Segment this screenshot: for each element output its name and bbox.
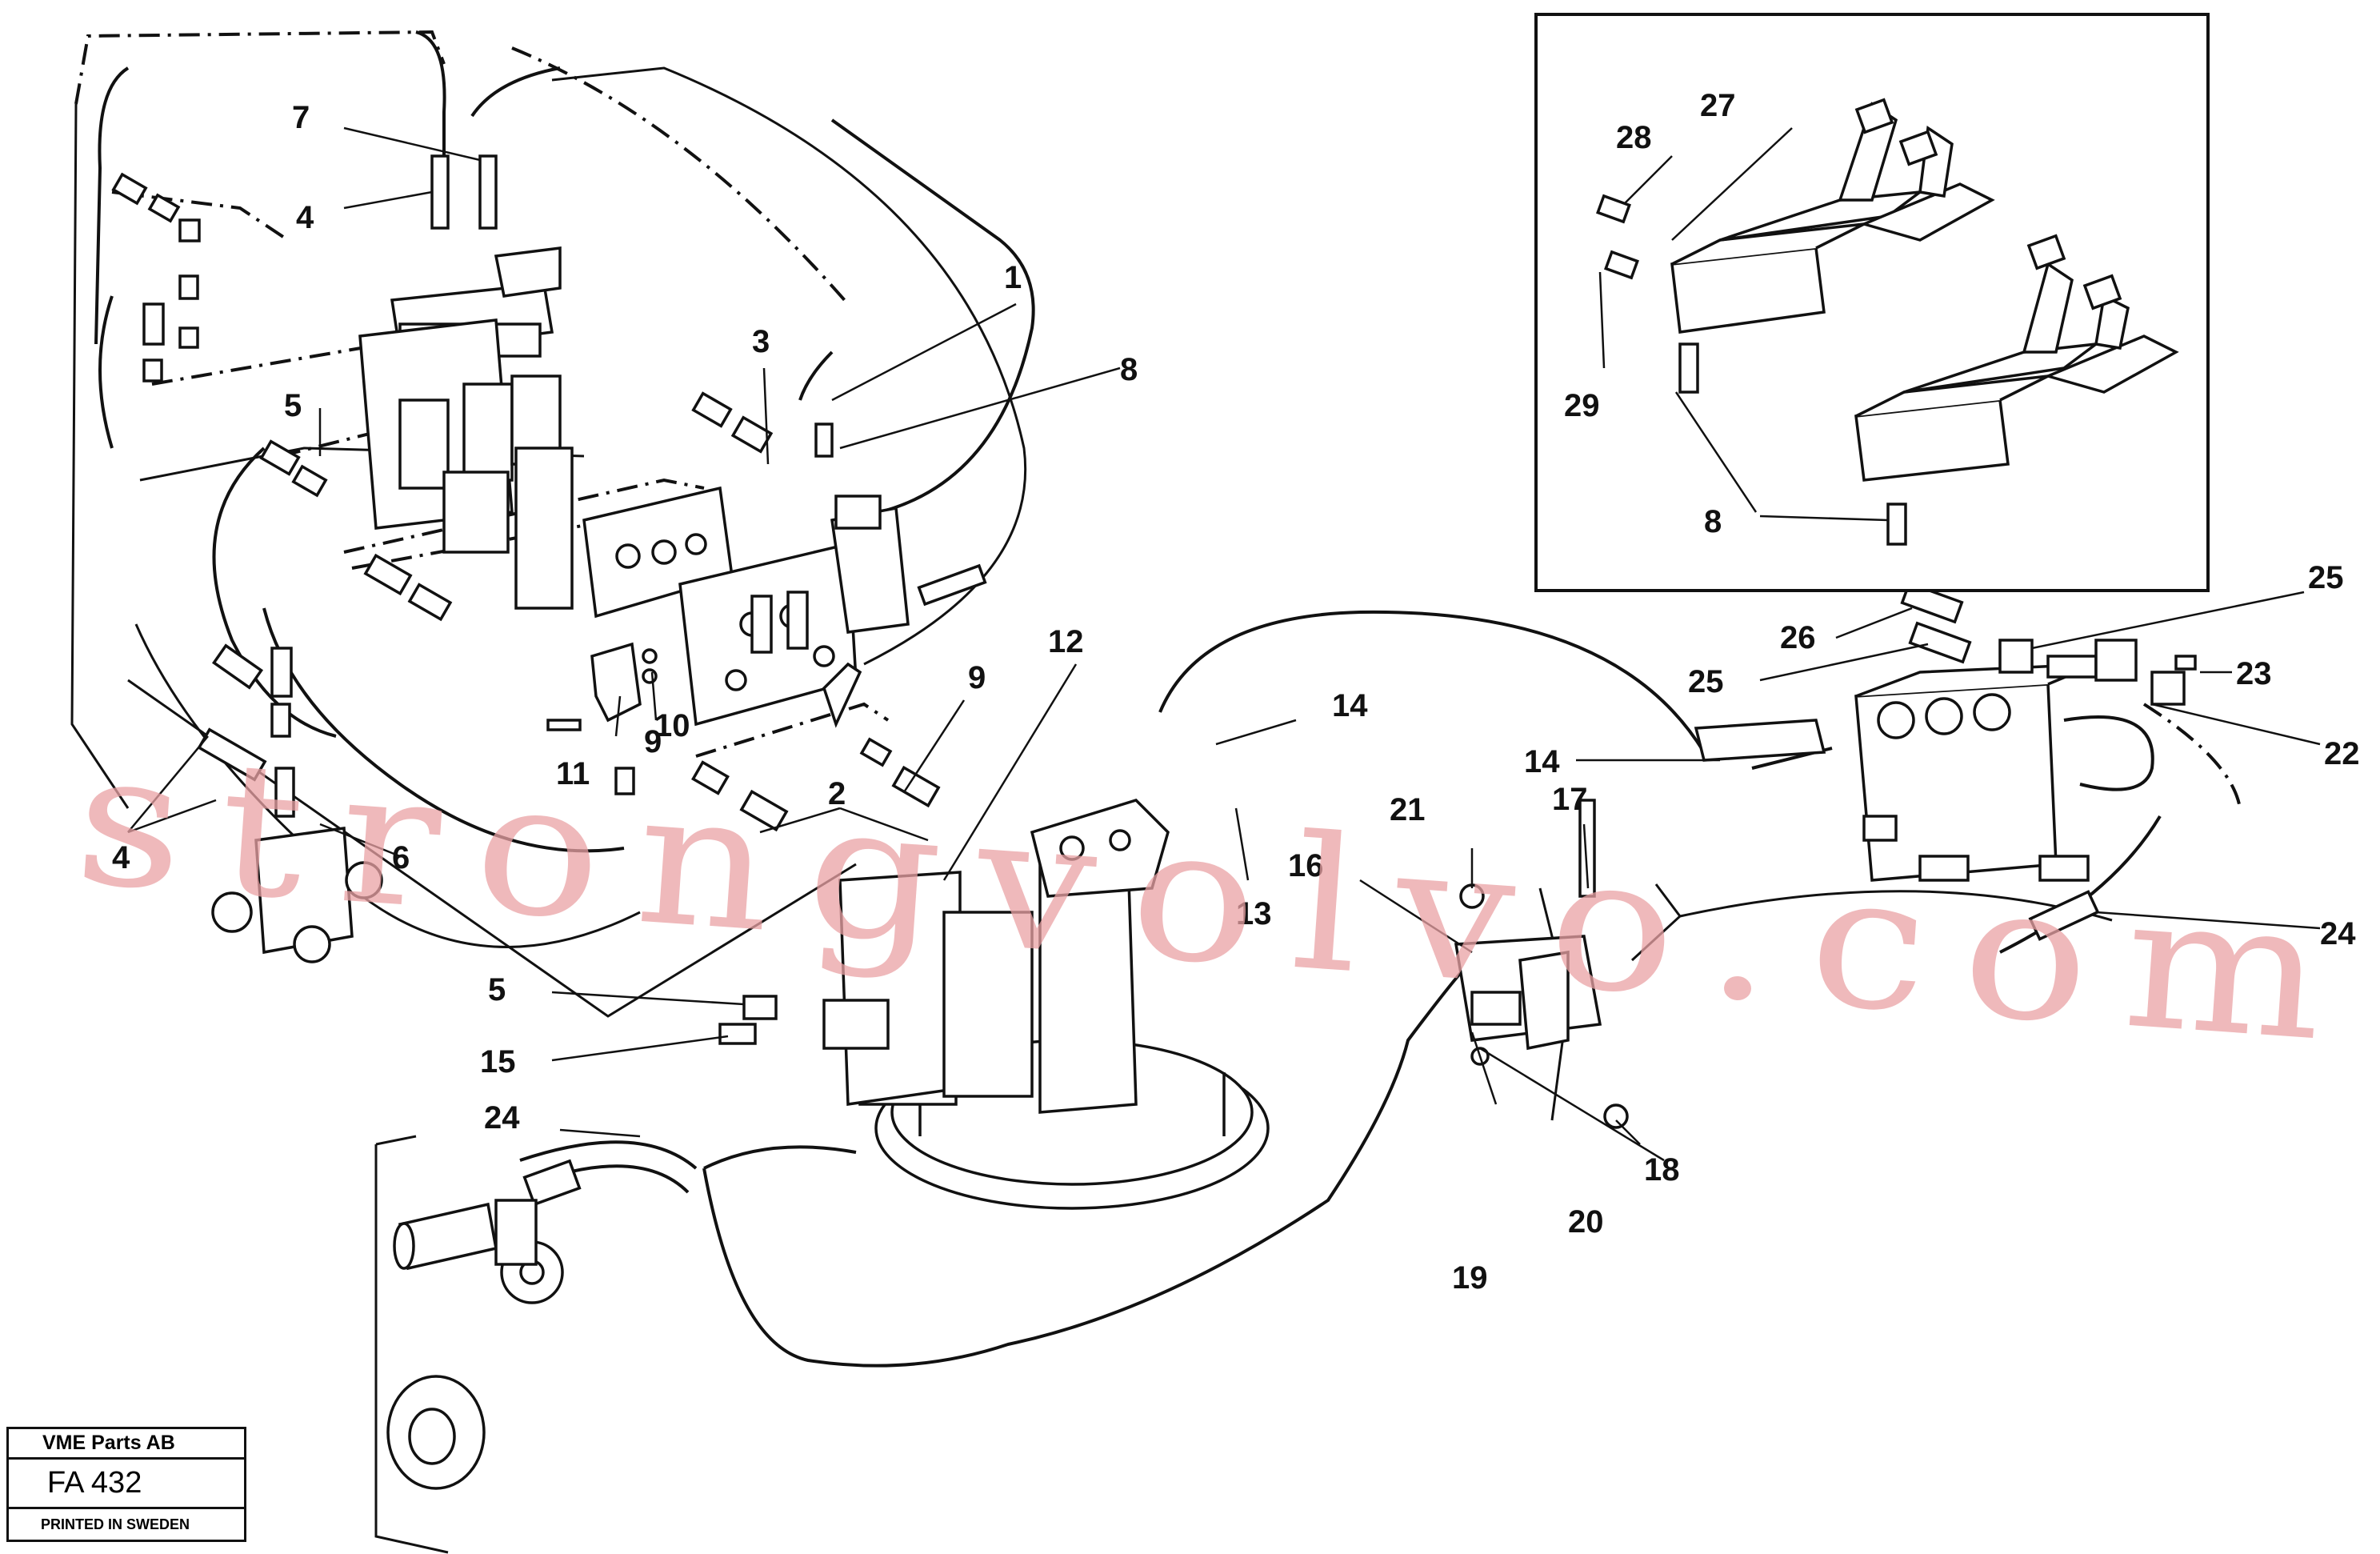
callout-16: 16: [1288, 848, 1324, 883]
callout-23: 23: [2236, 656, 2272, 691]
callout-3: 3: [752, 324, 770, 359]
callout-29: 29: [1564, 388, 1600, 423]
callout-1: 1: [1004, 260, 1022, 295]
callout-11: 11: [556, 756, 590, 791]
fittings-left: [111, 154, 987, 1045]
leader-lines: [127, 126, 2321, 1162]
callout-18: 18: [1644, 1152, 1680, 1188]
callout-25b: 25: [1688, 664, 1724, 699]
inset-pedal-valves: [1534, 13, 2210, 592]
solenoid-valve-right: [830, 495, 910, 634]
callout-5a: 5: [284, 388, 302, 423]
callout-6: 6: [392, 840, 410, 875]
callout-17: 17: [1552, 782, 1588, 817]
callout-8a: 8: [1120, 352, 1138, 387]
callout-numbers: 1 2 3 4 4 5 5 6 7 8 8 9 9 10 11 12 13 14…: [112, 88, 2360, 1296]
bracket-10: [590, 642, 658, 723]
drawing-code: FA 432: [9, 1460, 244, 1509]
callout-13: 13: [1236, 896, 1272, 931]
callout-22: 22: [2324, 736, 2360, 771]
callout-7: 7: [292, 100, 310, 135]
callout-21: 21: [1390, 792, 1426, 827]
hose-24-right: [2028, 890, 2100, 941]
swivel-motor-12: [822, 799, 1270, 1210]
junction-block-6: [197, 727, 383, 963]
printed-note: PRINTED IN SWEDEN: [41, 1516, 190, 1532]
callout-26: 26: [1780, 620, 1816, 655]
hose-14-right: [1694, 719, 1826, 762]
callout-28: 28: [1616, 120, 1652, 155]
callout-27: 27: [1700, 88, 1736, 123]
callout-12: 12: [1048, 624, 1084, 659]
fittings-right: [1900, 581, 2197, 706]
callout-14b: 14: [1524, 744, 1560, 779]
callout-19: 19: [1452, 1260, 1488, 1296]
callout-8b: 8: [1704, 504, 1722, 539]
callout-2: 2: [828, 776, 846, 811]
bracket-assembly: [1454, 799, 1629, 1129]
company-name: VME Parts AB: [9, 1429, 244, 1460]
title-block: VME Parts AB FA 432 PRINTED IN SWEDEN: [6, 1427, 246, 1542]
callout-24a: 24: [2320, 916, 2356, 951]
control-valve-block-b: [678, 542, 862, 728]
callout-9b: 9: [644, 724, 662, 759]
callout-10: 10: [654, 708, 690, 743]
hose-24-bottom: [386, 1140, 698, 1490]
callout-20: 20: [1568, 1204, 1604, 1240]
callout-4a: 4: [296, 200, 314, 235]
callout-9a: 9: [968, 660, 986, 695]
callout-15: 15: [480, 1044, 516, 1079]
hose-lines: [94, 30, 2242, 1368]
callout-5b: 5: [488, 972, 506, 1007]
callout-4b: 4: [112, 840, 130, 875]
callout-25a: 25: [2308, 560, 2344, 595]
valve-stack-left: [358, 318, 574, 610]
callout-14a: 14: [1332, 688, 1368, 723]
callout-24b: 24: [484, 1100, 520, 1135]
